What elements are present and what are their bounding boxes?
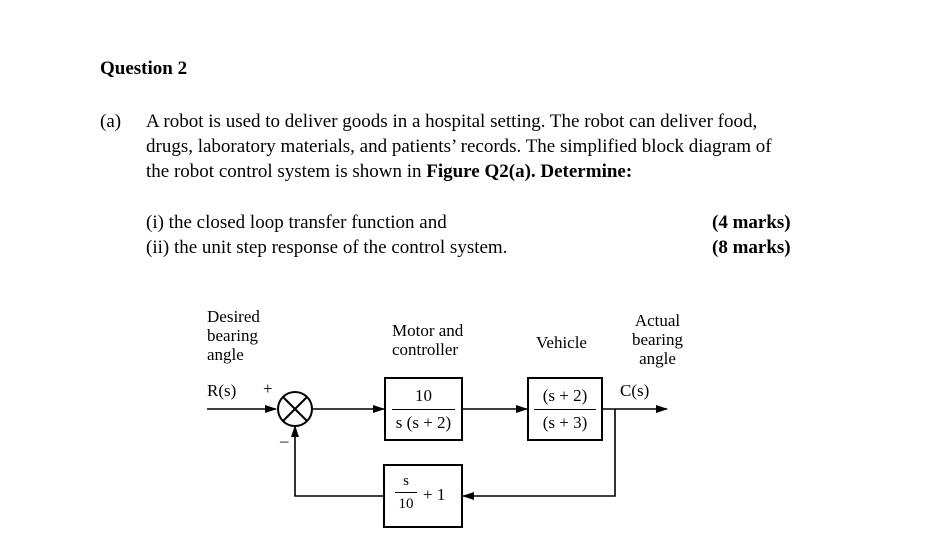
sub-item-i: (i) the closed loop transfer function an… xyxy=(146,212,447,233)
motor-controller-block: 10 s (s + 2) xyxy=(384,377,463,441)
vehicle-numerator: (s + 2) xyxy=(542,386,588,405)
figure-reference: Figure Q2(a). Determine: xyxy=(426,161,633,182)
feedback-numerator: s xyxy=(403,473,409,489)
input-label: Desired bearing angle xyxy=(207,307,260,364)
sub-item-ii: (ii) the unit step response of the contr… xyxy=(146,237,508,258)
minus-sign: – xyxy=(280,431,289,450)
vehicle-denominator: (s + 3) xyxy=(542,413,588,432)
paragraph-text: the robot control system is shown in xyxy=(146,161,427,182)
marks-ii: (8 marks) xyxy=(712,237,791,258)
paragraph-line: the robot control system is shown in Fig… xyxy=(146,161,632,183)
motor-denominator: s (s + 2) xyxy=(395,413,452,432)
feedback-path-out xyxy=(462,409,616,500)
feedback-fraction: s 10 xyxy=(395,473,417,512)
vehicle-label: Vehicle xyxy=(536,333,587,352)
output-signal-label: C(s) xyxy=(620,381,650,400)
vehicle-block: (s + 2) (s + 3) xyxy=(527,377,603,441)
feedback-block: s 10 + 1 xyxy=(383,464,463,528)
motor-numerator: 10 xyxy=(415,386,432,405)
marks-i: (4 marks) xyxy=(712,212,791,233)
motor-controller-label: Motor and controller xyxy=(392,321,464,359)
vehicle-transfer-function: (s + 2) (s + 3) xyxy=(534,386,596,433)
part-label: (a) xyxy=(100,111,122,132)
summing-junction xyxy=(277,391,313,427)
paragraph-line: A robot is used to deliver goods in a ho… xyxy=(146,111,758,132)
feedback-suffix: + 1 xyxy=(423,485,446,504)
question-title: Question 2 xyxy=(100,58,188,79)
paragraph-line: drugs, laboratory materials, and patient… xyxy=(146,136,772,157)
feedback-path-return xyxy=(291,425,383,497)
output-label: Actual bearing angle xyxy=(632,311,683,368)
motor-transfer-function: 10 s (s + 2) xyxy=(392,386,455,433)
feedback-denominator: 10 xyxy=(398,496,414,512)
plus-sign: + xyxy=(263,379,273,398)
input-signal-label: R(s) xyxy=(207,381,237,400)
